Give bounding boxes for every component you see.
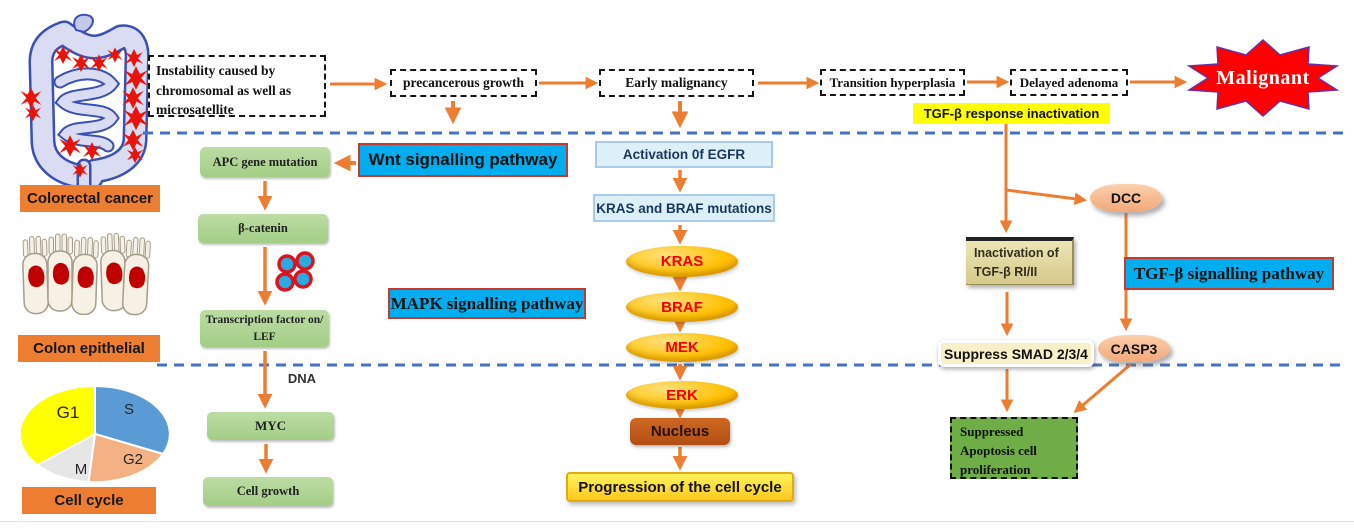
dna-label: DNA — [287, 370, 317, 386]
pie-label-g2: G2 — [122, 450, 143, 468]
tgf-receptor-inactivation-line2: TGF-β RI/II — [974, 265, 1038, 280]
wnt-pathway-box: Wnt signalling pathway — [358, 143, 568, 177]
kras-node: KRAS — [626, 246, 738, 277]
egfr-activation-box: Activation 0f EGFR — [595, 141, 773, 168]
casp3-node: CASP3 — [1098, 335, 1170, 362]
kras-braf-mutations-box: KRAS and BRAF mutations — [593, 194, 775, 222]
malignant-starburst — [1186, 38, 1340, 118]
myc-box: MYC — [207, 412, 334, 440]
mek-node: MEK — [626, 333, 738, 362]
stage-delayed-adenoma: Delayed adenoma — [1010, 69, 1128, 96]
tgf-receptor-inactivation-box: Inactivation of TGF-β RI/II — [966, 237, 1074, 285]
stage-precancerous: precancerous growth — [390, 69, 537, 97]
mapk-pathway-box: MAPK signalling pathway — [388, 288, 586, 319]
cell-cycle-progression-box: Progression of the cell cycle — [566, 472, 794, 502]
stage-malignant-label: Malignant — [1216, 66, 1310, 89]
erk-node: ERK — [626, 381, 738, 409]
nucleus-box: Nucleus — [630, 418, 730, 445]
cell-cycle-pie — [18, 384, 171, 484]
suppress-smad-box: Suppress SMAD 2/3/4 — [938, 340, 1094, 367]
colorectal-cancer-label: Colorectal cancer — [20, 185, 160, 212]
pie-label-g1: G1 — [56, 403, 80, 422]
stage-transition-hyperplasia: Transition hyperplasia — [820, 69, 965, 96]
beta-catenin-box: β-catenin — [198, 214, 328, 243]
bottom-edge-line — [0, 521, 1354, 522]
apc-gene-mutation-box: APC gene mutation — [200, 147, 330, 177]
tgf-response-inactivation: TGF-β response inactivation — [913, 103, 1110, 124]
flow-arrows — [257, 75, 1188, 474]
transcription-factor-box: Transcription factor on/ LEF — [200, 310, 329, 347]
beta-catenin-molecules — [275, 251, 315, 292]
suppressed-apoptosis-box: Suppressed Apoptosis cell proliferation — [950, 417, 1078, 479]
tgf-pathway-box: TGF-β signalling pathway — [1124, 257, 1334, 290]
pie-label-s: S — [123, 400, 134, 418]
dcc-node: DCC — [1090, 184, 1162, 212]
colon-epithelial-label: Colon epithelial — [18, 335, 160, 362]
braf-node: BRAF — [626, 292, 738, 322]
cell-growth-box: Cell growth — [203, 477, 333, 506]
stage-early-malignancy: Early malignancy — [599, 69, 754, 97]
region-dividers — [143, 131, 1347, 367]
colon-epithelial-illustration — [21, 232, 152, 316]
cell-cycle-label: Cell cycle — [22, 487, 156, 514]
intestine-illustration — [20, 13, 150, 194]
tgf-receptor-inactivation-line1: Inactivation of — [974, 246, 1059, 260]
pie-label-m: M — [74, 460, 88, 478]
stage-instability: Instability caused by chromosomal as wel… — [148, 55, 326, 117]
